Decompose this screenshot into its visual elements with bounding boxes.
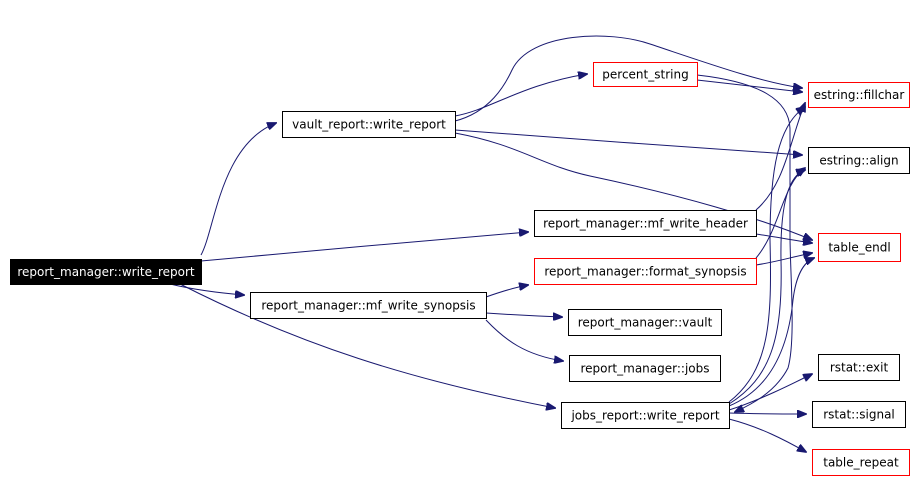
node-label: vault_report::write_report (292, 118, 446, 132)
edge-jobs_wr-to-fillchar (728, 107, 805, 403)
edge-jobs_wr-to-table_endl (728, 258, 814, 407)
node-label: rstat::exit (830, 361, 889, 375)
node-label: report_manager::mf_write_synopsis (261, 299, 475, 313)
node-box (250, 292, 487, 319)
node-fillchar[interactable]: estring::fillchar (808, 82, 910, 108)
node-jobs-wr[interactable]: jobs_report::write_report (561, 402, 730, 429)
node-label: report_manager::vault (578, 316, 713, 330)
node-box (818, 354, 900, 381)
edge-mf_synopsis-to-rm_vault (485, 312, 562, 317)
node-label: report_manager::write_report (17, 265, 195, 279)
edge-vault_wr-to-fillchar (454, 35, 802, 122)
node-label: percent_string (602, 68, 688, 82)
node-box (812, 401, 906, 428)
node-box (808, 82, 910, 108)
node-label: estring::align (819, 154, 898, 168)
node-format-syn[interactable]: report_manager::format_synopsis (534, 258, 757, 285)
node-label: table_endl (828, 241, 890, 255)
node-label: jobs_report::write_report (570, 409, 719, 423)
edge-mf_synopsis-to-rm_jobs (485, 319, 563, 361)
node-table-repeat[interactable]: table_repeat (812, 449, 910, 476)
node-box (534, 210, 757, 237)
edge-root-to-mf_header (200, 232, 528, 262)
nodes-layer: report_manager::write_report vault_report… (10, 62, 910, 476)
edges-layer (169, 35, 814, 452)
node-label: report_manager::format_synopsis (544, 265, 746, 279)
node-table-endl[interactable]: table_endl (818, 233, 901, 262)
node-mf-header[interactable]: report_manager::mf_write_header (534, 210, 757, 237)
node-box (568, 309, 722, 336)
edge-mf_header-to-table_endl (755, 233, 812, 243)
node-rstat-signal[interactable]: rstat::signal (812, 401, 906, 428)
node-align[interactable]: estring::align (808, 147, 910, 174)
edge-vault_wr-to-align (454, 129, 802, 155)
node-root[interactable]: report_manager::write_report (10, 259, 202, 285)
edge-jobs_wr-to-rstat_exit (728, 374, 812, 411)
node-box (593, 62, 698, 87)
node-label: rstat::signal (823, 408, 895, 422)
node-box (10, 259, 202, 285)
edge-root-to-mf_synopsis (169, 283, 244, 295)
edge-mf_header-to-fillchar (755, 103, 805, 211)
node-label: estring::fillchar (814, 88, 905, 102)
edge-percent-to-align (696, 74, 793, 412)
edge-jobs_wr-to-align (728, 170, 805, 405)
node-box (534, 258, 757, 285)
node-box (818, 233, 901, 262)
node-label: report_manager::mf_write_header (543, 217, 748, 231)
node-box (569, 355, 721, 382)
node-rstat-exit[interactable]: rstat::exit (818, 354, 900, 381)
edge-jobs_wr-to-table_repeat (728, 418, 806, 452)
edge-jobs_wr-to-rstat_signal (728, 413, 806, 414)
node-box (812, 449, 910, 476)
node-label: table_repeat (823, 456, 899, 470)
node-label: report_manager::jobs (580, 362, 709, 376)
edge-vault_wr-to-table_endl (454, 132, 812, 240)
edge-root-to-jobs_wr (179, 283, 555, 408)
edge-mf_synopsis-to-format_syn (485, 285, 528, 298)
edge-root-to-vault_wr (200, 123, 276, 256)
node-rm-jobs[interactable]: report_manager::jobs (569, 355, 721, 382)
node-rm-vault[interactable]: report_manager::vault (568, 309, 722, 336)
node-mf-synopsis[interactable]: report_manager::mf_write_synopsis (250, 292, 487, 319)
edge-vault_wr-to-percent (454, 74, 587, 117)
node-box (561, 402, 730, 429)
node-percent[interactable]: percent_string (593, 62, 698, 87)
node-box (282, 111, 456, 138)
node-box (808, 147, 910, 174)
edge-format_syn-to-table_endl (755, 253, 812, 266)
node-vault-wr[interactable]: vault_report::write_report (282, 111, 456, 138)
